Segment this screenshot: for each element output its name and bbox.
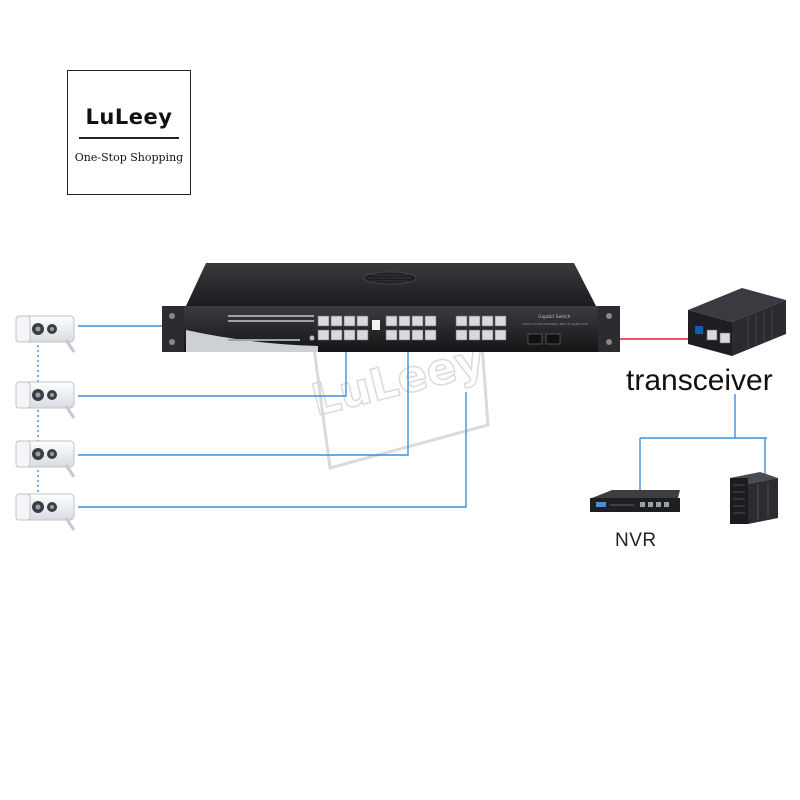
bullet-camera-icon — [15, 493, 76, 531]
cable-camera-4 — [78, 392, 467, 508]
media-converter-icon — [688, 288, 786, 356]
sfp-ports — [527, 333, 561, 345]
switch-ports — [317, 315, 507, 341]
logo-divider — [79, 137, 179, 139]
bullet-camera-icon — [15, 315, 76, 353]
bullet-camera-icon — [15, 381, 76, 419]
nvr-label: NVR — [615, 530, 657, 551]
poe-switch-icon: Gigabit Switch 16/24 10/100/1000Mbps PoE… — [162, 263, 620, 352]
switch-spec-label: 16/24 10/100/1000Mbps PoE+2 Gigabit SFP — [522, 322, 588, 326]
nvr-recorder-icon — [590, 490, 680, 512]
brand-logo: LuLeey One-Stop Shopping — [67, 70, 191, 195]
logo-tagline: One-Stop Shopping — [74, 151, 184, 164]
server-rack-icon — [730, 472, 778, 524]
logo-brand-name: LuLeey — [85, 105, 173, 129]
transceiver-label: transceiver — [626, 364, 773, 397]
cable-camera-3 — [78, 346, 409, 456]
switch-vent — [363, 271, 417, 285]
bullet-camera-icon — [15, 440, 76, 478]
switch-model-label: Gigabit Switch — [538, 314, 571, 320]
cable-camera-2 — [78, 346, 347, 397]
